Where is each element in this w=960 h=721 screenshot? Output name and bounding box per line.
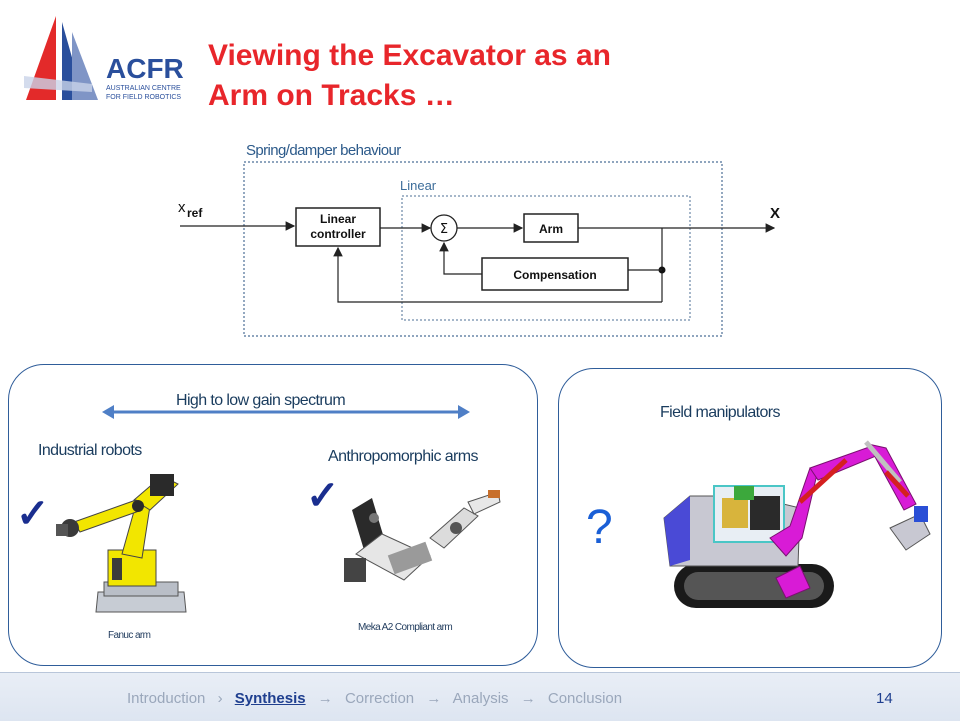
sum-symbol: Σ (440, 222, 448, 237)
nav-separator: › (217, 690, 223, 707)
question-mark: ? (586, 501, 613, 554)
acfr-logo: ACFR AUSTRALIAN CENTRE FOR FIELD ROBOTIC… (24, 16, 184, 101)
compensation-text: Compensation (513, 268, 596, 282)
compensation-block (481, 257, 629, 291)
nav-synthesis[interactable]: Synthesis (234, 690, 306, 707)
nav-arrow: → (317, 690, 333, 707)
nav-conclusion[interactable]: Conclusion (547, 690, 623, 707)
section-breadcrumb: Introduction › Synthesis → Correction → … (127, 690, 630, 707)
spring-damper-label: Spring/damper behaviour (246, 142, 401, 159)
nav-arrow: → (426, 690, 442, 707)
logo-wave (24, 76, 92, 92)
spectrum-arrow (102, 405, 470, 419)
output-x: X (770, 205, 780, 222)
industrial-robots-label: Industrial robots (38, 442, 142, 459)
logo-line2: FOR FIELD ROBOTICS (106, 94, 181, 101)
spectrum-label: High to low gain spectrum (176, 392, 346, 409)
nav-introduction[interactable]: Introduction (127, 690, 206, 707)
fanuc-caption: Fanuc arm (108, 630, 151, 641)
control-block-diagram: Linear x ref Linear controller Σ Arm X C… (178, 161, 780, 337)
page-number: 14 (876, 690, 893, 707)
title-line-2: Arm on Tracks … (208, 79, 455, 112)
meka-caption: Meka A2 Compliant arm (358, 622, 453, 633)
field-manipulators-label: Field manipulators (660, 404, 781, 421)
outer-feedback-arrow (333, 246, 662, 303)
title-line-1: Viewing the Excavator as an (208, 39, 611, 72)
arm-block (523, 213, 579, 243)
footer-bar (0, 672, 960, 721)
nav-correction[interactable]: Correction (344, 690, 415, 707)
linear-label: Linear (400, 178, 437, 193)
fanuc-robot-image (56, 474, 187, 613)
nav-arrow: → (520, 690, 536, 707)
input-ref-subscript: ref (187, 206, 203, 220)
excavator-image (663, 440, 931, 608)
checkmark-icon: ✓ (16, 492, 50, 536)
input-x: x (178, 199, 186, 216)
arm-text: Arm (539, 222, 563, 236)
outer-dashed-box (243, 161, 723, 337)
controller-text-2: controller (310, 227, 366, 241)
checkmark-icon: ✓ (306, 474, 340, 518)
logo-name: ACFR (106, 53, 184, 84)
logo-line1: AUSTRALIAN CENTRE (106, 85, 181, 92)
anthropomorphic-arms-label: Anthropomorphic arms (328, 448, 478, 465)
page-title: Viewing the Excavator as an Arm on Track… (208, 36, 768, 116)
controller-text-1: Linear (320, 212, 356, 226)
linear-controller-block (295, 207, 381, 247)
inner-dashed-box (401, 195, 691, 321)
field-manipulators-panel (558, 368, 942, 668)
comp-to-sum-arrow (439, 241, 482, 275)
robot-spectrum-panel (8, 364, 538, 666)
nav-analysis[interactable]: Analysis (452, 690, 509, 707)
meka-arm-image (344, 490, 501, 582)
